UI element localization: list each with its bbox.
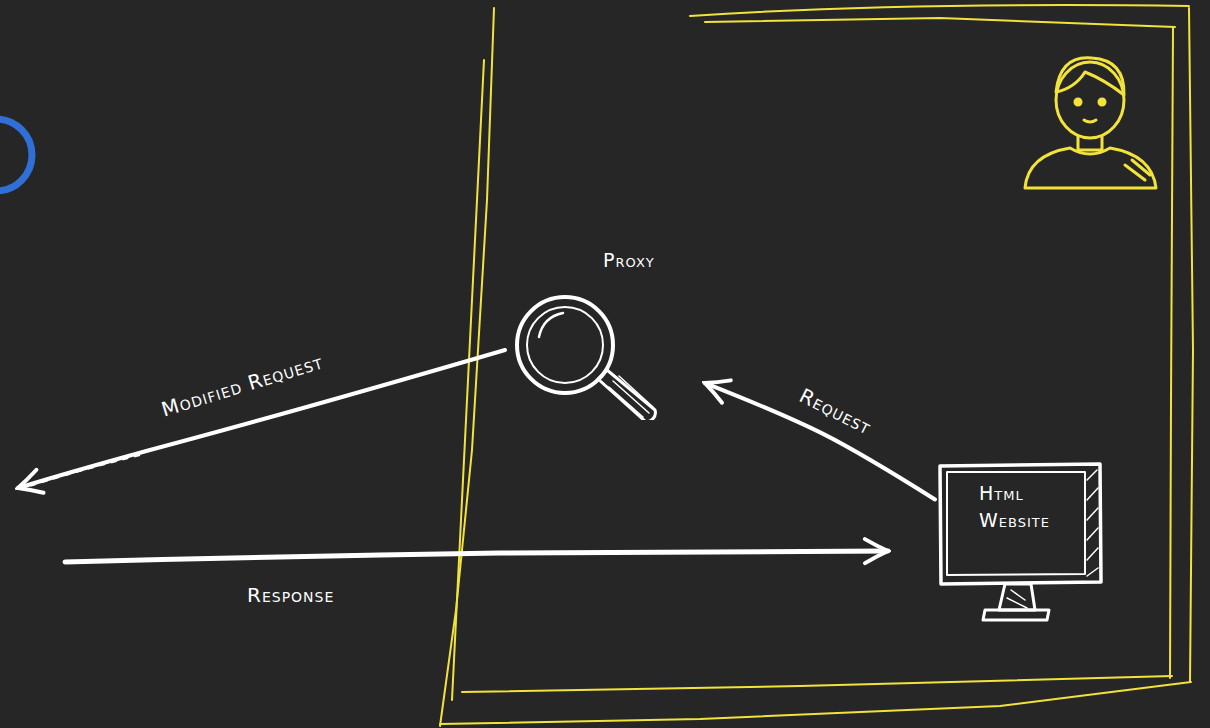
edge-label: Request (795, 383, 875, 439)
boundary-line (452, 60, 484, 700)
server-circle (0, 119, 32, 191)
node-text: Proxy (603, 247, 703, 274)
proxy-node: Proxy (505, 245, 705, 420)
response-arrow (65, 551, 888, 562)
boundary-line (462, 676, 1172, 692)
trust-boundary (440, 5, 1193, 726)
boundary-line (690, 5, 1189, 16)
website-node: Html Website (935, 460, 1105, 625)
request-arrow (705, 383, 935, 499)
modified-request-arrow (18, 350, 505, 488)
node-outline (505, 245, 705, 420)
flow-label: Response (247, 583, 334, 607)
boundary-line (1189, 8, 1193, 682)
boundary-line (1170, 28, 1173, 678)
monitor-icon (940, 464, 1101, 620)
magnifier-icon (517, 297, 655, 420)
boundary-line (705, 18, 1175, 27)
node-text: Html Website (979, 480, 1079, 534)
boundary-line (440, 682, 1191, 724)
user-icon (1025, 58, 1156, 188)
